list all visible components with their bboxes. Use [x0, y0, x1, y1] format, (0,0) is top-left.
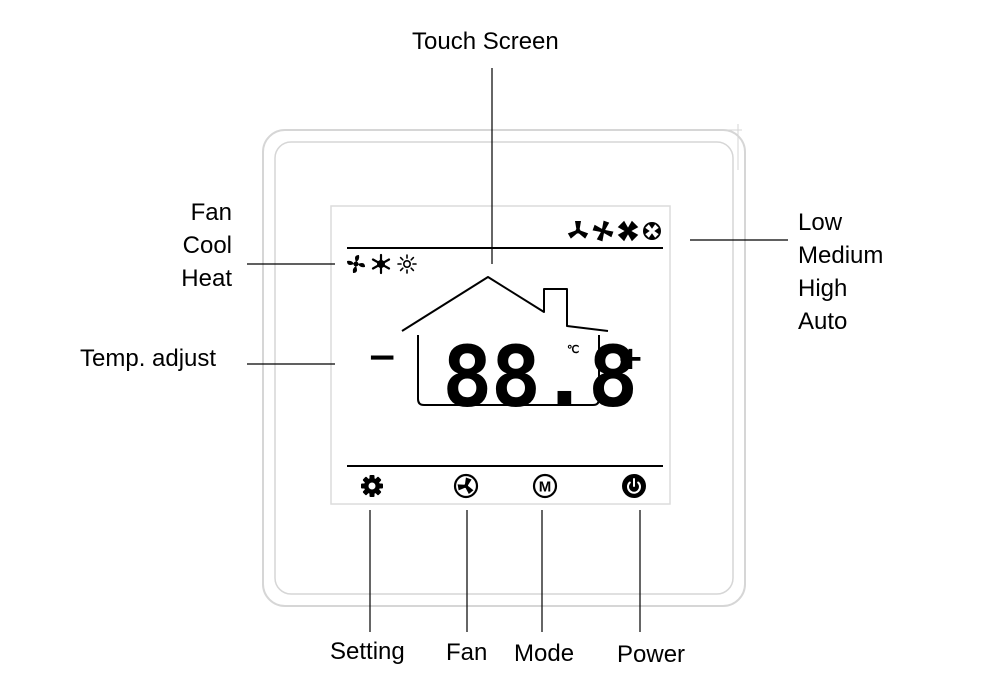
fan-speed-labels: Low Medium High Auto	[798, 206, 883, 338]
fan-low-icon	[567, 221, 589, 239]
speed-label-medium: Medium	[798, 242, 884, 269]
fan-medium-icon	[592, 220, 614, 242]
power-icon[interactable]	[622, 474, 646, 498]
leader-lines	[247, 68, 788, 632]
mode-label-cool: Cool	[182, 232, 232, 259]
mode-label-fan: Fan	[190, 199, 232, 226]
mode-labels: Fan Cool Heat	[150, 196, 232, 295]
temperature-unit: ℃	[567, 344, 580, 356]
fan-high-icon	[617, 220, 639, 242]
speed-label-low: Low	[798, 209, 843, 236]
fan-icon[interactable]	[453, 473, 479, 499]
speed-label-high: High	[798, 275, 848, 302]
temp-plus-button[interactable]: +	[617, 339, 644, 377]
power-label: Power	[617, 641, 686, 668]
fan-mode-icon	[347, 255, 365, 273]
touch-screen-label: Touch Screen	[412, 28, 559, 55]
house-outline	[401, 276, 609, 332]
cool-snowflake-icon	[371, 253, 391, 275]
gear-icon[interactable]	[361, 475, 383, 497]
speed-label-auto: Auto	[798, 308, 848, 335]
setting-label: Setting	[330, 638, 405, 665]
mode-label-heat: Heat	[181, 265, 232, 292]
mode-m-icon[interactable]: M	[532, 473, 558, 499]
faceplate-frame	[262, 124, 746, 607]
mode-label: Mode	[514, 640, 575, 667]
temperature-readout: 88.8	[442, 328, 638, 426]
heat-sun-icon	[397, 254, 417, 274]
temp-adjust-label: Temp. adjust	[80, 345, 217, 372]
fan-auto-icon	[643, 222, 661, 240]
temperature-frame	[417, 335, 600, 406]
touch-screen[interactable]	[330, 205, 671, 505]
temp-minus-button[interactable]: −	[367, 337, 398, 378]
fan-label: Fan	[446, 639, 488, 666]
svg-text:M: M	[539, 479, 552, 496]
